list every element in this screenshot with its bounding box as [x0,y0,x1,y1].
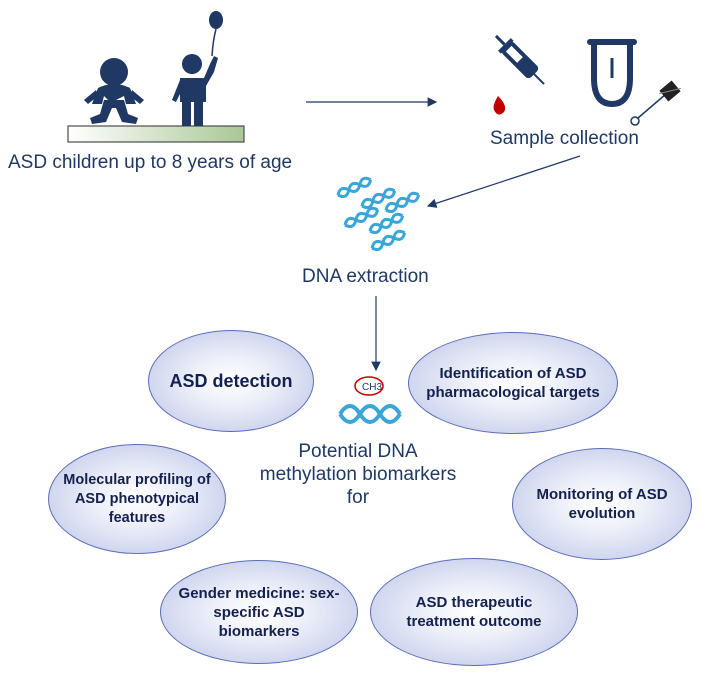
child-with-balloon-icon [172,11,223,126]
children-label: ASD children up to 8 years of age [8,152,293,173]
application-text: Identification of ASD pharmacological ta… [426,365,600,401]
ground-bar [67,125,245,143]
application-text: ASD therapeutic treatment outcome [406,594,542,630]
syringe-icon [494,34,545,85]
arrow-to-dna [426,155,581,208]
application-ellipse-pharmacological-targets: Identification of ASD pharmacological ta… [408,332,618,434]
application-ellipse-gender-medicine: Gender medicine: sex-specific ASD biomar… [160,560,358,664]
tongue-icon [587,39,637,108]
application-text: Molecular profiling of ASD phenotypical … [63,471,211,526]
application-ellipse-therapeutic-outcome: ASD therapeutic treatment outcome [370,558,578,666]
ch3-label: CH3 [362,382,382,393]
application-ellipse-detection: ASD detection [148,330,314,432]
application-text: ASD detection [169,370,293,391]
application-ellipse-monitoring: Monitoring of ASD evolution [512,448,692,560]
baby-icon [84,58,144,124]
swab-brush-icon [630,80,681,126]
application-ellipse-molecular-profiling: Molecular profiling of ASD phenotypical … [48,444,226,554]
dna-helix-icon [336,176,421,251]
application-text: Monitoring of ASD evolution [536,486,668,522]
blood-drop-icon [493,96,506,115]
dna-extraction-label: DNA extraction [302,266,429,287]
potential-biomarkers-label: Potential DNA methylation biomarkers for [259,441,457,508]
methyl-dna-icon: CH3 [338,376,402,424]
sample-collection-label: Sample collection [490,128,639,149]
application-text: Gender medicine: sex-specific ASD biomar… [178,584,340,640]
